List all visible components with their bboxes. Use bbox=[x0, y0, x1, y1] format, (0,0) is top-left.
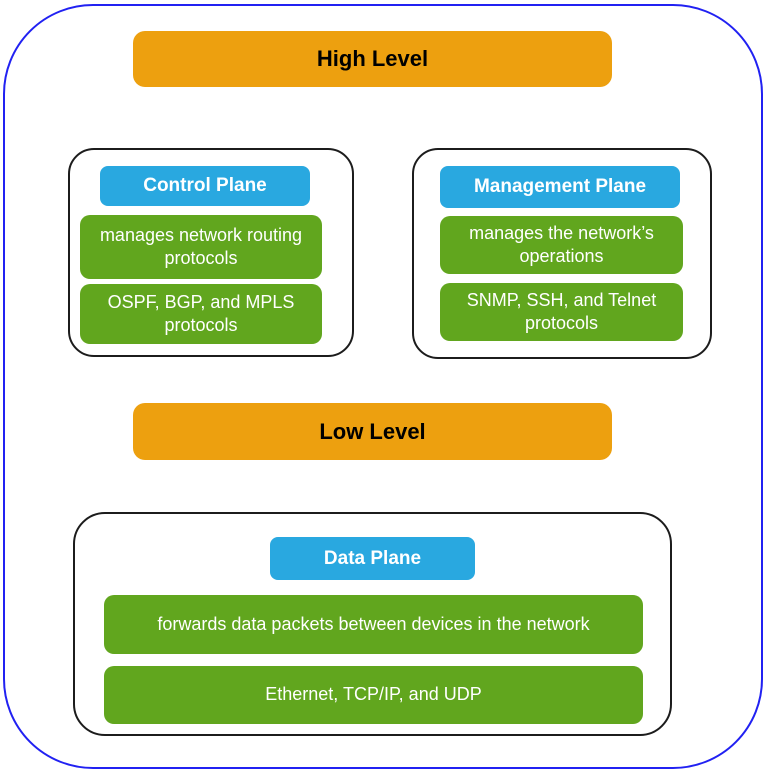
data-plane-header: Data Plane bbox=[270, 537, 475, 580]
data-plane-box: Data Plane forwards data packets between… bbox=[73, 512, 672, 736]
data-plane-description: forwards data packets between devices in… bbox=[104, 595, 643, 654]
management-plane-header: Management Plane bbox=[440, 166, 680, 208]
data-plane-protocols: Ethernet, TCP/IP, and UDP bbox=[104, 666, 643, 724]
low-level-bar: Low Level bbox=[133, 403, 612, 460]
control-plane-header: Control Plane bbox=[100, 166, 310, 206]
management-plane-description: manages the network’s operations bbox=[440, 216, 683, 274]
management-plane-box: Management Plane manages the network’s o… bbox=[412, 148, 712, 359]
control-plane-description: manages network routing protocols bbox=[80, 215, 322, 279]
management-plane-protocols: SNMP, SSH, and Telnet protocols bbox=[440, 283, 683, 341]
high-level-bar: High Level bbox=[133, 31, 612, 87]
control-plane-box: Control Plane manages network routing pr… bbox=[68, 148, 354, 357]
control-plane-protocols: OSPF, BGP, and MPLS protocols bbox=[80, 284, 322, 344]
